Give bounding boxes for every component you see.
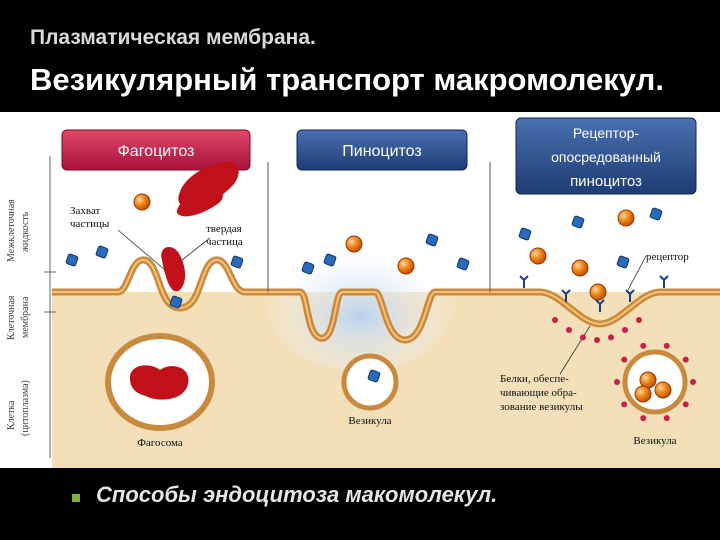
blue-molecule-10 (649, 207, 663, 221)
coat-protein-4 (621, 401, 628, 408)
coat-protein-6 (621, 356, 628, 363)
phagosome-label: Фагосома (137, 437, 183, 449)
coat-protein-2 (663, 415, 670, 422)
pinocytosis-vesicle (341, 353, 399, 411)
solid-particle-label-1: твердая (206, 223, 242, 235)
phagosome-particle (129, 365, 189, 400)
coat-protein-8 (663, 342, 670, 349)
phagocytosis-heading: Фагоцитоз (118, 143, 195, 160)
slide-subtitle: Плазматическая мембрана. (30, 26, 316, 49)
side-label-extracellular-2: жидкость (20, 211, 31, 253)
solid-particle-upper (176, 188, 223, 217)
orange-molecule-0 (133, 193, 151, 211)
capture-pointer (117, 229, 166, 271)
orange-molecule-1 (345, 235, 363, 253)
receptor-icon-4 (659, 275, 669, 288)
orange-molecule-3 (529, 247, 547, 265)
orange-molecule-5 (617, 209, 635, 227)
coat-protein-3 (640, 415, 647, 422)
pit-protein-2 (580, 334, 586, 341)
solid-particle-label-2: частица (206, 236, 243, 248)
side-label-membrane-2: мембрана (20, 296, 31, 338)
diagram-canvas: Межклеточная жидкость Клеточная мембрана… (6, 117, 720, 468)
pit-protein-3 (594, 337, 600, 343)
proteins-label-2: чивающие обра- (500, 387, 577, 399)
footer-caption: Способы эндоцитоза макомолекул. (96, 482, 498, 507)
coat-protein-0 (690, 379, 696, 385)
blue-molecule-12 (367, 369, 381, 383)
pinocytosis-header (296, 129, 468, 171)
pit-protein-1 (566, 327, 572, 333)
membrane-highlight (52, 259, 720, 342)
pit-protein-4 (608, 334, 614, 341)
pinocytosis-vesicle-label: Везикула (348, 415, 391, 427)
blue-molecule-6 (425, 233, 439, 247)
blue-molecule-1 (65, 253, 79, 267)
blue-molecule-4 (301, 261, 315, 275)
footer: Способы эндоцитоза макомолекул. (0, 468, 720, 540)
capture-label-2: частицы (70, 218, 110, 230)
side-label-cytoplasm-2: (цитоплазма) (20, 380, 31, 436)
blue-molecule-13 (169, 295, 183, 309)
proteins-label-1: Белки, обеспе- (500, 373, 569, 385)
molecule-layer (65, 193, 696, 422)
proteins-pointer (559, 325, 591, 375)
receptor-icon-0 (519, 275, 529, 288)
blue-molecule-3 (230, 255, 244, 269)
orange-molecule-9 (634, 385, 652, 403)
solid-particle-pointer (181, 237, 211, 261)
side-label-cytoplasm-1: Клетка (6, 400, 17, 430)
coat-protein-5 (614, 379, 620, 385)
endocytosis-diagram: Межклеточная жидкость Клеточная мембрана… (0, 112, 720, 468)
proteins-label-3: зование везикулы (500, 401, 583, 413)
orange-molecule-6 (589, 283, 607, 301)
bullet-icon (72, 494, 80, 502)
title-area: Плазматическая мембрана. Везикулярный тр… (0, 0, 720, 112)
blue-molecule-11 (616, 255, 630, 269)
side-label-extracellular-1: Межклеточная (6, 199, 17, 262)
slide-title: Везикулярный транспорт макромолекул. (30, 62, 664, 97)
coat-protein-7 (640, 342, 647, 349)
orange-molecule-8 (654, 381, 672, 399)
receptor-heading-3: пиноцитоз (570, 173, 642, 190)
receptor-label: рецептор (646, 251, 689, 263)
coat-protein-1 (682, 401, 689, 408)
receptor-icon-3 (625, 289, 635, 302)
receptor-icon-1 (561, 289, 571, 302)
blue-molecule-9 (571, 215, 585, 229)
blue-molecule-5 (323, 253, 337, 267)
blue-molecule-2 (95, 245, 109, 259)
blue-molecule-7 (456, 257, 470, 271)
pit-protein-0 (552, 317, 558, 323)
phagocytosis-header (61, 129, 251, 171)
orange-molecule-4 (571, 259, 589, 277)
capture-label-1: Захват (70, 205, 101, 217)
pit-protein-6 (636, 317, 642, 323)
blue-molecule-8 (518, 227, 532, 241)
side-label-membrane-1: Клеточная (6, 295, 17, 340)
receptor-heading-2: опосредованный (551, 149, 661, 165)
orange-molecule-2 (397, 257, 415, 275)
receptor-vesicle-label: Везикула (633, 435, 676, 447)
receptor-pointer (627, 255, 647, 291)
receptor-icon-2 (595, 299, 605, 312)
coat-protein-9 (682, 356, 689, 363)
pinocytosis-heading: Пиноцитоз (342, 143, 421, 160)
receptor-header (515, 117, 697, 195)
pit-protein-5 (622, 327, 628, 333)
captured-particle (161, 246, 186, 292)
receptor-heading-1: Рецептор- (573, 125, 640, 141)
